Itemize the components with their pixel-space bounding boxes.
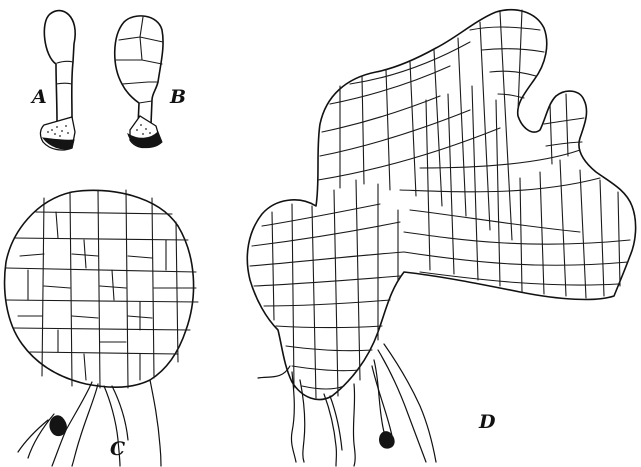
specimen-a-filament bbox=[44, 11, 75, 122]
specimen-b-body bbox=[115, 16, 163, 126]
specimen-c-spore-remnant bbox=[50, 416, 66, 436]
label-a: A bbox=[32, 88, 47, 107]
specimen-a-spore-coat bbox=[40, 117, 75, 150]
specimen-c-rhizoids bbox=[18, 380, 161, 466]
specimen-b-spore-coat bbox=[128, 116, 162, 148]
label-b: B bbox=[170, 88, 186, 107]
specimen-a bbox=[40, 11, 75, 150]
specimen-d bbox=[247, 10, 635, 466]
label-c: C bbox=[110, 440, 125, 459]
specimen-c bbox=[5, 190, 198, 466]
specimen-d-thallus bbox=[247, 10, 635, 400]
specimen-c-thallus bbox=[5, 190, 198, 388]
specimen-b bbox=[115, 16, 163, 148]
label-d: D bbox=[479, 413, 495, 432]
